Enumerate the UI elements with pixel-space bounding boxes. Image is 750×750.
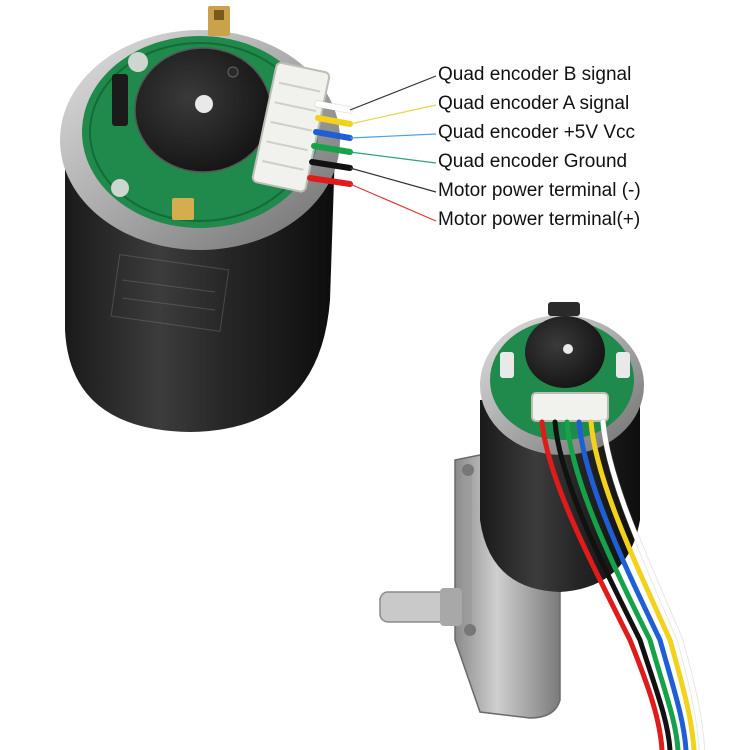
label-motor-power-negative: Motor power terminal (-) bbox=[438, 180, 641, 201]
small-motor-connector bbox=[531, 392, 609, 422]
gearbox-screw-icon bbox=[464, 624, 476, 636]
large-motor-wires bbox=[307, 101, 353, 187]
small-motor-wires bbox=[539, 419, 705, 750]
motor-shaft-icon bbox=[195, 95, 213, 113]
label-encoder-vcc: Quad encoder +5V Vcc bbox=[438, 122, 635, 143]
bottom-terminal bbox=[172, 198, 194, 220]
hall-sensor bbox=[112, 74, 128, 126]
gearbox-screw-icon bbox=[462, 464, 474, 476]
label-encoder-ground: Quad encoder Ground bbox=[438, 151, 628, 172]
leader-lines bbox=[349, 75, 437, 222]
pcb-hole-icon bbox=[111, 179, 129, 197]
large-motor bbox=[60, 6, 353, 432]
output-shaft bbox=[379, 591, 451, 623]
pcb-hole-icon bbox=[128, 52, 148, 72]
top-terminal bbox=[208, 6, 230, 36]
label-motor-power-positive: Motor power terminal(+) bbox=[438, 209, 641, 230]
label-encoder-a-signal: Quad encoder A signal bbox=[438, 93, 630, 114]
label-encoder-b-signal: Quad encoder B signal bbox=[438, 64, 632, 85]
large-motor-printed-label bbox=[110, 254, 230, 332]
small-gearmotor bbox=[379, 302, 705, 750]
